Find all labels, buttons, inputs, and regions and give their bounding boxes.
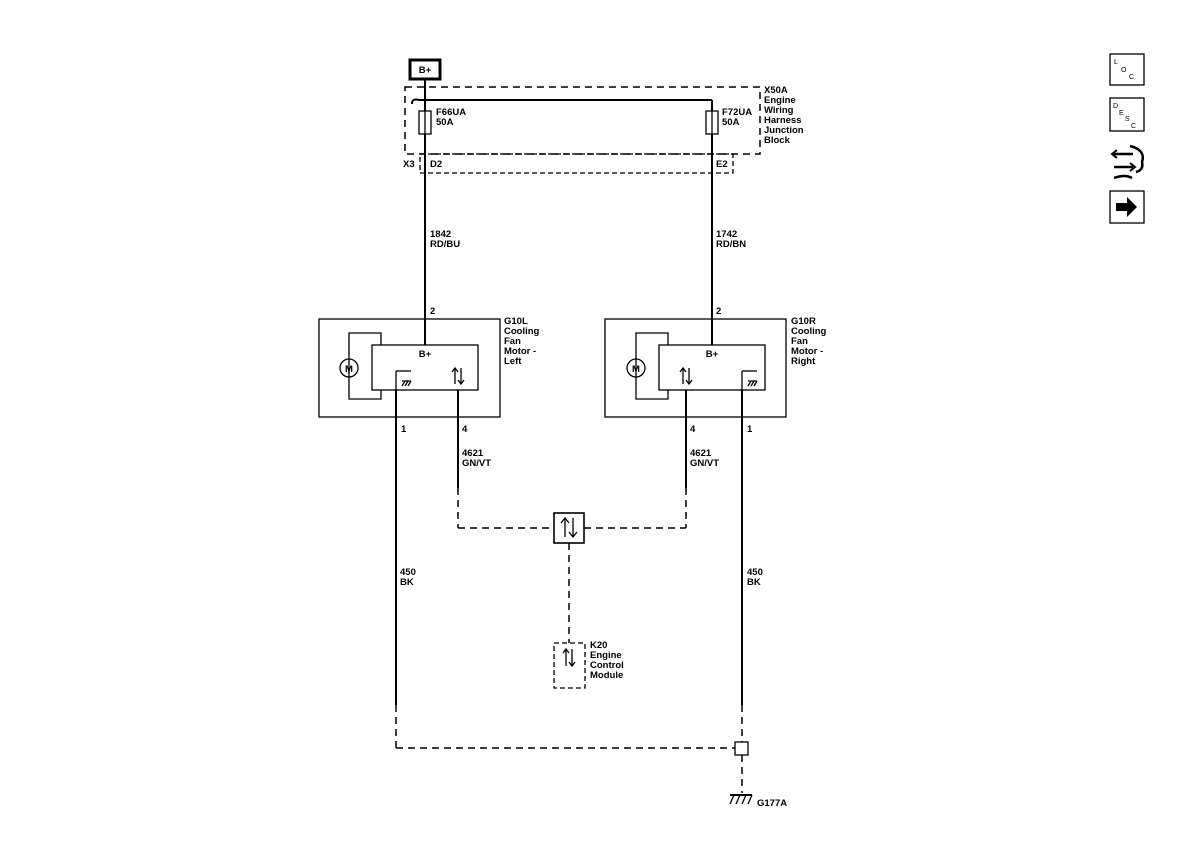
signal-splice-icon <box>553 512 585 544</box>
wire-left-feed-color: RD/BU <box>430 239 460 250</box>
wire-left-ground-circuit: 450 <box>400 567 416 578</box>
loc-icon[interactable]: L O C <box>1109 53 1145 86</box>
fuse-left-rating: 50A <box>436 117 454 128</box>
wire-right-ground-circuit: 450 <box>747 567 763 578</box>
motor-right-line: Cooling <box>791 326 827 337</box>
wire-left-ground-color: BK <box>400 577 414 588</box>
junction-block-line: Junction <box>764 125 804 136</box>
wire-right-signal-circuit: 4621 <box>690 448 712 459</box>
motor-left-line: Motor - <box>504 346 536 357</box>
loc-letter: L <box>1114 59 1118 66</box>
motor-left-id: G10L <box>504 316 528 327</box>
motor-right-pin-feed: 2 <box>716 306 721 317</box>
wire-right-ground-color: BK <box>747 577 761 588</box>
motor-right-pin-signal: 4 <box>690 424 696 435</box>
desc-letter: S <box>1125 116 1130 123</box>
wire-left-signal-color: GN/VT <box>462 458 491 469</box>
motor-right-line: Motor - <box>791 346 823 357</box>
motor-right-m-label: M <box>632 364 640 375</box>
motor-right-controller <box>658 344 766 391</box>
junction-block-line: Block <box>764 135 791 146</box>
motor-right-line: Fan <box>791 336 808 347</box>
motor-left-pin-feed: 2 <box>430 306 435 317</box>
junction-block-line: Wiring <box>764 105 794 116</box>
desc-letter: D <box>1113 103 1118 110</box>
desc-letter: C <box>1131 123 1136 130</box>
motor-right-line: Right <box>791 356 816 367</box>
motor-right-pin-ground: 1 <box>747 424 753 435</box>
ground-splice-icon <box>734 741 749 756</box>
junction-connector-label: X3 <box>403 159 415 170</box>
motor-left-signal-icon <box>451 366 465 386</box>
motor-right-housing <box>604 318 787 418</box>
motor-right-id: G10R <box>791 316 816 327</box>
loc-letter: O <box>1121 67 1127 74</box>
motor-right-signal-icon <box>679 366 693 386</box>
fuse-left-id: F66UA <box>436 107 466 118</box>
ecm-module: K20 Engine Control Module <box>553 640 624 689</box>
motor-right-ground-icon <box>741 370 758 390</box>
wire-left-signal-circuit: 4621 <box>462 448 484 459</box>
wire-left-feed-circuit: 1842 <box>430 229 451 240</box>
fuse-right-terminal: E2 <box>716 159 728 170</box>
chassis-ground-icon <box>729 794 753 805</box>
junction-block-line: Harness <box>764 115 802 126</box>
junction-block-line: Engine <box>764 95 796 106</box>
wire-right-feed-circuit: 1742 <box>716 229 737 240</box>
wire-right-feed-color: RD/BN <box>716 239 746 250</box>
motor-left-bplus: B+ <box>419 349 432 360</box>
ecm-outline <box>553 642 586 689</box>
motor-left-m-label: M <box>345 364 353 375</box>
next-arrow-icon[interactable] <box>1109 190 1145 224</box>
motor-right-m-icon <box>626 358 646 378</box>
motor-left-line: Cooling <box>504 326 540 337</box>
junction-block-outline <box>404 86 761 155</box>
motor-left-housing <box>318 318 501 418</box>
ecm-signal-icon <box>562 647 576 668</box>
motor-right-bplus: B+ <box>706 349 719 360</box>
ecm-line: Module <box>590 670 623 681</box>
motor-left-pin-ground: 1 <box>401 424 407 435</box>
ecm-id: K20 <box>590 640 607 651</box>
connector-list-icon[interactable] <box>1110 144 1144 180</box>
junction-block: F66UA 50A F72UA 50A X50A Engine Wiring H… <box>403 85 804 174</box>
motor-left-controller <box>371 344 479 391</box>
ground-label: G177A <box>757 798 787 809</box>
motor-left-pin-signal: 4 <box>462 424 468 435</box>
motor-left-line: Fan <box>504 336 521 347</box>
motor-left-ground-icon <box>395 370 412 390</box>
loc-letter: C <box>1129 74 1134 81</box>
desc-icon[interactable]: D E S C <box>1109 97 1145 132</box>
power-source-label: B+ <box>419 65 432 76</box>
motor-left: M B+ G10L Cooling Fan Motor - Left <box>318 316 540 418</box>
desc-letter: E <box>1119 110 1124 117</box>
wire-right-signal-color: GN/VT <box>690 458 719 469</box>
motor-left-m-icon <box>339 358 359 378</box>
ecm-line: Engine <box>590 650 622 661</box>
fuse-left-terminal: D2 <box>430 159 442 170</box>
junction-block-id: X50A <box>764 85 788 96</box>
power-source-box: B+ <box>408 58 442 81</box>
ecm-line: Control <box>590 660 624 671</box>
junction-bus-wire <box>411 98 712 105</box>
fuse-right-rating: 50A <box>722 117 740 128</box>
junction-connector-outline <box>419 153 734 174</box>
fuse-right-id: F72UA <box>722 107 752 118</box>
motor-right: M B+ G10R Cooling Fan Motor - Right <box>604 316 827 418</box>
motor-left-line: Left <box>504 356 522 367</box>
